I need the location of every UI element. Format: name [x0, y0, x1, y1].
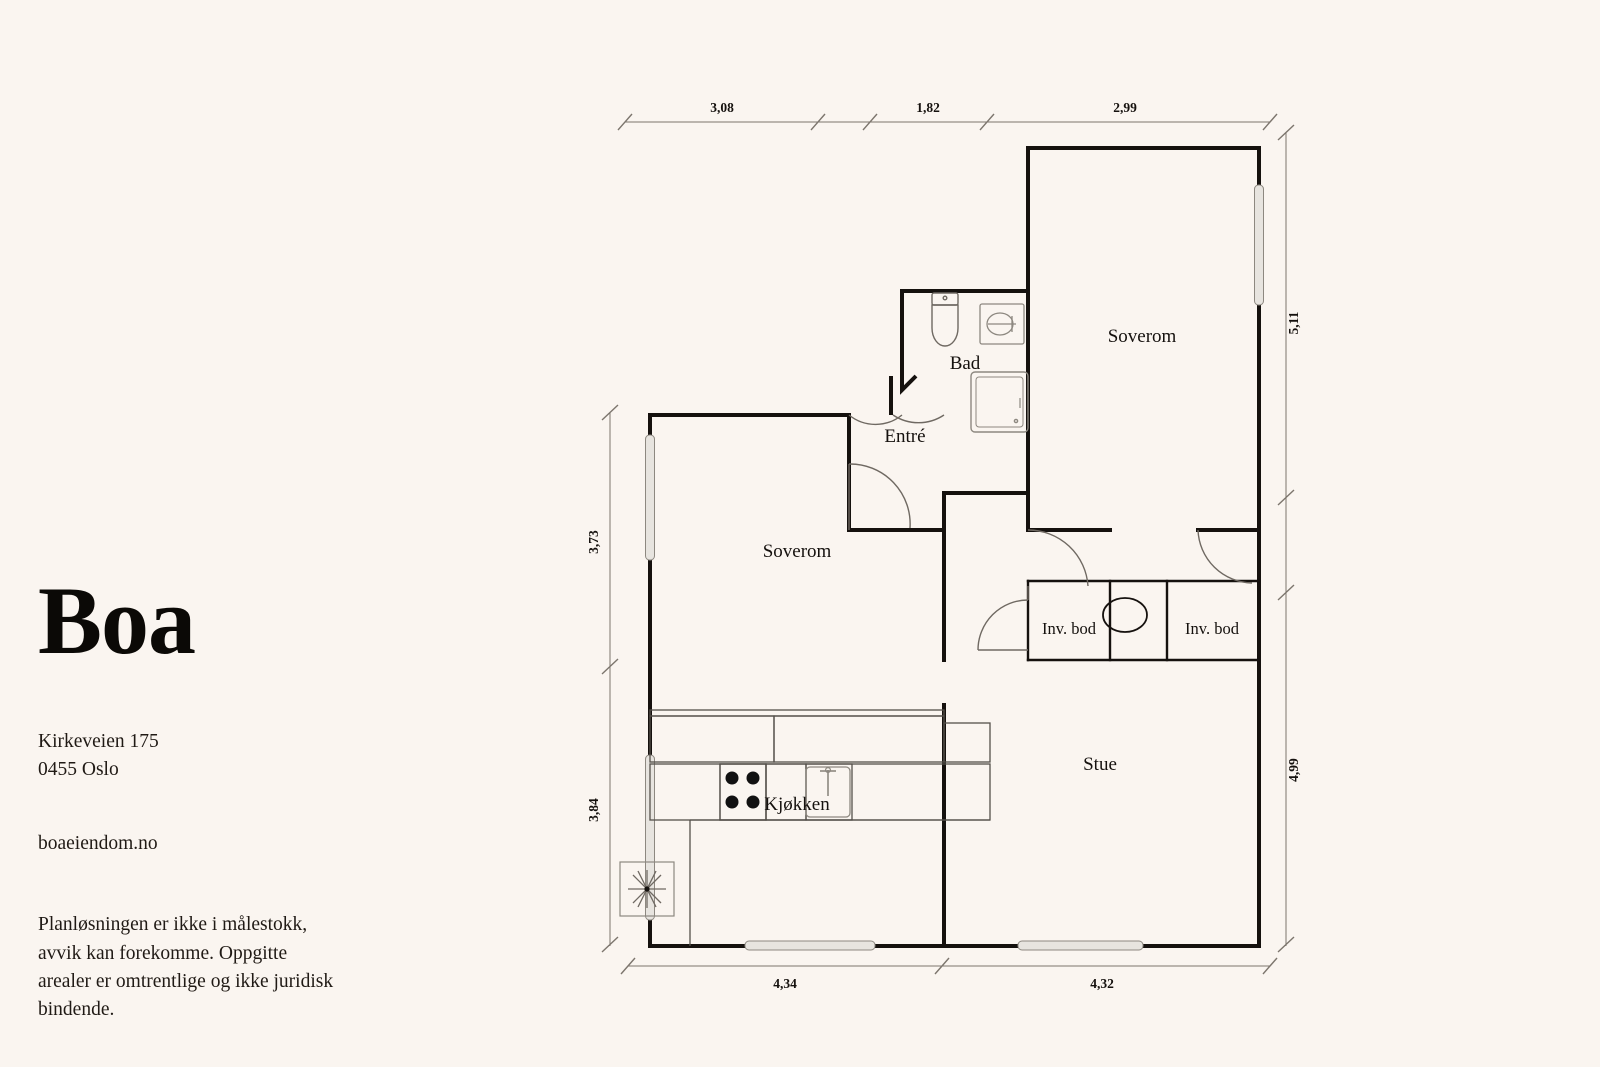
kitchen-sink-fixture: [805, 766, 851, 818]
dimension-lines-top: 3,08 1,82 2,99: [617, 100, 1278, 131]
address-postal-city: 0455 Oslo: [38, 758, 119, 780]
room-label-inv-bod-right: Inv. bod: [1185, 619, 1240, 638]
address-block: Kirkeveien 175 0455 Oslo: [38, 728, 368, 783]
toilet-fixture: [931, 292, 959, 347]
floorplan-svg: 3,08 1,82 2,99 4,34 4,32 3,73 3,84: [586, 100, 1301, 991]
dimension-top-1: 3,08: [710, 100, 734, 115]
kitchen-cabinetry: [649, 709, 991, 946]
dimension-lines-left: 3,73 3,84: [586, 404, 619, 953]
door-invbod-left-swing: [1027, 529, 1089, 587]
upper-cabinet-3: [943, 722, 991, 763]
door-jambs: [848, 464, 1029, 651]
upper-cabinet-2: [773, 715, 945, 763]
room-label-bad: Bad: [950, 353, 981, 374]
walls: [648, 146, 1261, 948]
dimension-right-1: 5,11: [1286, 311, 1301, 334]
room-label-stue: Stue: [1083, 754, 1117, 775]
dimension-left-1: 3,73: [586, 530, 601, 554]
window-bottom-kjokken: [744, 940, 876, 951]
dimension-lines-right: 5,11 4,99: [1277, 124, 1301, 953]
floorplan-container: 3,08 1,82 2,99 4,34 4,32 3,73 3,84: [580, 80, 1340, 1000]
room-label-soverom-top: Soverom: [1108, 326, 1177, 347]
door-bad-jamb: [900, 365, 918, 395]
window-left-soverom: [645, 434, 655, 561]
room-label-soverom-left: Soverom: [763, 541, 832, 562]
room-label-entre: Entré: [884, 426, 925, 447]
dimension-top-3: 2,99: [1113, 100, 1137, 115]
upper-cabinet-strip: [649, 709, 945, 717]
bathroom-sink-fixture: [979, 303, 1025, 345]
window-right-bedroom: [1254, 184, 1264, 306]
door-invbod-left-lower-swing: [977, 599, 1029, 651]
door-entre-right-swing: [892, 414, 945, 424]
interior-partitions: [1026, 579, 1261, 662]
info-panel: Boa Kirkeveien 175 0455 Oslo boaeiendom.…: [38, 567, 368, 1024]
doors: [848, 365, 1253, 651]
room-label-kjokken: Kjøkken: [764, 794, 830, 815]
room-label-inv-bod-left: Inv. bod: [1042, 619, 1097, 638]
window-bottom-stue: [1017, 940, 1144, 951]
dimension-bottom-2: 4,32: [1090, 976, 1114, 991]
disclaimer-text: Planløsningen er ikke i målestokk, avvik…: [38, 914, 334, 1021]
upper-cabinet-1: [649, 715, 775, 763]
shower-fixture: [970, 371, 1029, 433]
star-symbol: [619, 861, 675, 917]
door-bad-swing: [848, 414, 903, 426]
address-street: Kirkeveien 175: [38, 731, 159, 753]
dimension-bottom-1: 4,34: [773, 976, 797, 991]
door-soverom-swing: [848, 463, 911, 529]
dimension-left-2: 3,84: [586, 798, 601, 822]
counter-seg-1: [719, 763, 767, 821]
dimension-right-2: 4,99: [1286, 758, 1301, 782]
round-table-fixture: [1102, 597, 1148, 633]
stove-fixture: [719, 763, 767, 821]
door-invbod-right-swing: [1197, 529, 1253, 584]
brand-logo: Boa: [38, 567, 196, 674]
website-link[interactable]: boaeiendom.no: [38, 832, 158, 854]
dimension-lines-bottom: 4,34 4,32: [620, 957, 1278, 991]
windows: [645, 184, 1264, 951]
dimension-top-2: 1,82: [916, 100, 940, 115]
